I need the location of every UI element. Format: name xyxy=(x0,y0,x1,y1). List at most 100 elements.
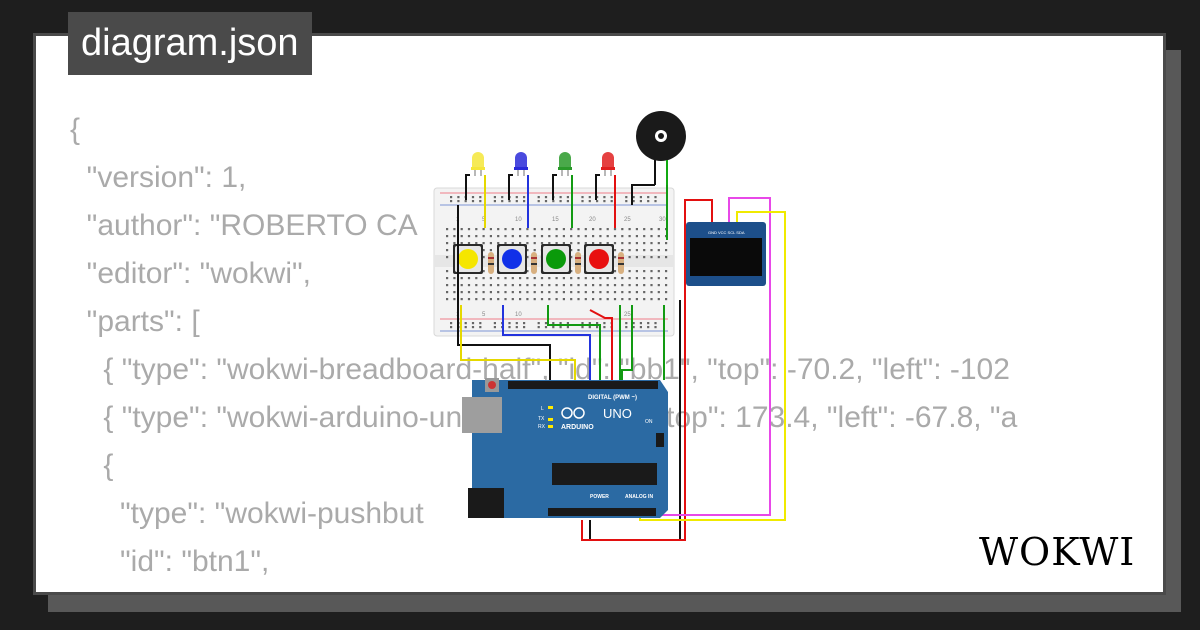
breadboard-hole xyxy=(519,298,522,301)
breadboard-hole xyxy=(467,228,471,231)
breadboard-hole xyxy=(566,322,569,325)
breadboard-hole xyxy=(650,298,653,301)
digital-label: DIGITAL (PWM ~) xyxy=(588,395,637,401)
breadboard-hole xyxy=(643,284,646,287)
breadboard-hole xyxy=(592,235,595,238)
power-label: POWER xyxy=(590,494,609,500)
breadboard-hole xyxy=(603,200,606,203)
breadboard-hole xyxy=(460,235,463,238)
breadboard-hole xyxy=(493,196,496,199)
breadboard-hole xyxy=(625,200,628,203)
breadboard-hole xyxy=(632,196,635,199)
led xyxy=(558,152,572,176)
breadboard-hole xyxy=(628,242,631,245)
breadboard-hole xyxy=(450,200,453,203)
breadboard-hole xyxy=(577,277,580,280)
breadboard-hole xyxy=(467,235,471,238)
breadboard-hole xyxy=(544,200,548,203)
breadboard-hole xyxy=(584,235,587,238)
breadboard-hole xyxy=(647,196,650,199)
breadboard-hole xyxy=(457,200,460,203)
breadboard-number: 5 xyxy=(482,312,486,318)
code-line: "author": "ROBERTO CA xyxy=(70,209,418,242)
breadboard-hole xyxy=(639,200,642,203)
breadboard-hole xyxy=(489,284,492,287)
breadboard-hole xyxy=(475,298,478,301)
breadboard-hole xyxy=(511,242,514,245)
breadboard-hole xyxy=(628,298,631,301)
breadboard-hole xyxy=(577,284,580,287)
breadboard-hole xyxy=(526,228,529,231)
breadboard-hole xyxy=(540,242,544,245)
breadboard-hole xyxy=(606,284,609,287)
breadboard-hole xyxy=(647,200,650,203)
breadboard-hole xyxy=(613,284,617,287)
breadboard-hole xyxy=(613,291,617,294)
breadboard-hole xyxy=(526,277,529,280)
breadboard-hole xyxy=(606,298,609,301)
breadboard-hole xyxy=(475,284,478,287)
breadboard-hole xyxy=(508,322,511,325)
breadboard-hole xyxy=(650,228,653,231)
breadboard-hole xyxy=(599,291,602,294)
breadboard-hole xyxy=(519,284,522,287)
breadboard-hole xyxy=(647,322,650,325)
breadboard-hole xyxy=(657,291,660,294)
breadboard-hole xyxy=(504,277,507,280)
breadboard-hole xyxy=(475,228,478,231)
breadboard-hole xyxy=(643,298,646,301)
breadboard-hole xyxy=(599,228,602,231)
breadboard-hole xyxy=(562,277,565,280)
code-line: { xyxy=(70,113,81,146)
breadboard-hole xyxy=(606,228,609,231)
breadboard-hole xyxy=(533,284,536,287)
breadboard-hole xyxy=(533,249,536,252)
breadboard-hole xyxy=(596,326,599,329)
breadboard-hole xyxy=(643,249,646,252)
breadboard-hole xyxy=(613,242,617,245)
breadboard-hole xyxy=(665,291,668,294)
breadboard-hole xyxy=(533,228,536,231)
breadboard-hole xyxy=(577,235,580,238)
breadboard-hole xyxy=(613,256,617,259)
breadboard-hole xyxy=(479,196,482,199)
breadboard-hole xyxy=(537,322,540,325)
breadboard-hole xyxy=(544,322,548,325)
breadboard-hole xyxy=(654,326,657,329)
breadboard-hole xyxy=(570,291,573,294)
breadboard-hole xyxy=(635,291,638,294)
breadboard-hole xyxy=(467,298,471,301)
breadboard-hole xyxy=(515,322,518,325)
breadboard-hole xyxy=(657,228,660,231)
breadboard-hole xyxy=(504,228,507,231)
breadboard-hole xyxy=(606,242,609,245)
breadboard-hole xyxy=(588,196,591,199)
breadboard-hole xyxy=(581,200,584,203)
breadboard-hole xyxy=(632,200,635,203)
breadboard-hole xyxy=(523,196,526,199)
breadboard-hole xyxy=(635,249,638,252)
breadboard-hole xyxy=(471,322,475,325)
breadboard-hole xyxy=(562,235,565,238)
breadboard-hole xyxy=(519,228,522,231)
breadboard-hole xyxy=(584,291,587,294)
breadboard-hole xyxy=(482,228,485,231)
breadboard-hole xyxy=(504,284,507,287)
breadboard-hole xyxy=(635,256,638,259)
breadboard-hole xyxy=(540,277,544,280)
breadboard-hole xyxy=(471,200,475,203)
breadboard-hole xyxy=(497,298,500,301)
breadboard-hole xyxy=(584,228,587,231)
breadboard-hole xyxy=(555,235,558,238)
breadboard-hole xyxy=(460,228,463,231)
breadboard-hole xyxy=(497,277,500,280)
breadboard-hole xyxy=(489,249,492,252)
breadboard-hole xyxy=(654,322,657,325)
breadboard-hole xyxy=(650,256,653,259)
breadboard-hole xyxy=(475,291,478,294)
breadboard-hole xyxy=(588,326,591,329)
code-line: { "type": "wokwi-breadboard-half", "id":… xyxy=(70,353,1010,386)
breadboard-hole xyxy=(650,291,653,294)
breadboard-hole xyxy=(482,291,485,294)
breadboard-hole xyxy=(540,298,544,301)
